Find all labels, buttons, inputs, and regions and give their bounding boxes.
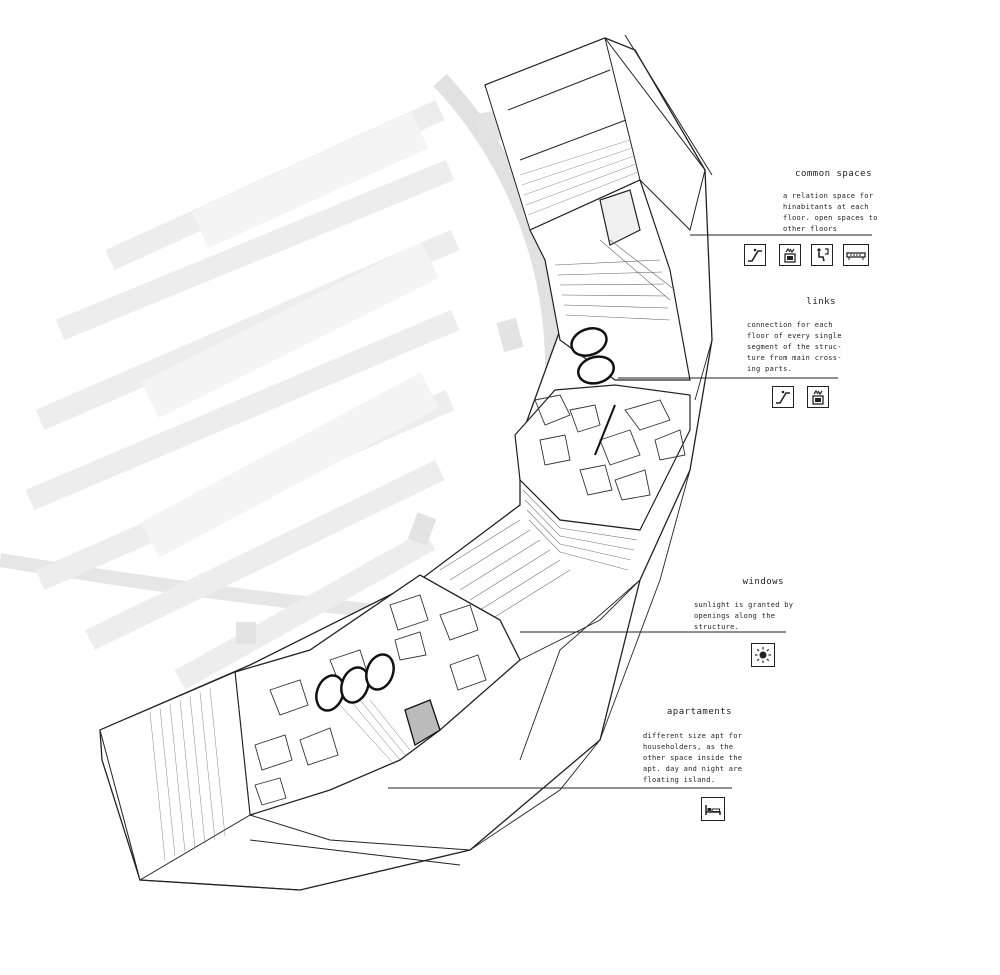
person-seat-icon: [811, 244, 833, 266]
apartments-description: different size apt for householders, as …: [643, 731, 742, 786]
desc-line: a relation space for: [783, 192, 874, 200]
apartments-title: apartaments: [666, 707, 732, 717]
link-capsules-upper: [570, 327, 615, 385]
escalator-icon: [744, 244, 766, 266]
common-spaces-description: a relation space for hinabitants at each…: [783, 191, 878, 235]
elevator-icon: [779, 244, 801, 266]
desc-line: floor of every single: [747, 332, 842, 340]
desc-line: openings along the: [694, 612, 776, 620]
outer-facets: [469, 339, 713, 851]
bench-icon: [843, 244, 869, 266]
windows-description: sunlight is granted by openings along th…: [694, 600, 793, 633]
windows-title: windows: [742, 577, 784, 587]
desc-line: hinabitants at each: [783, 203, 869, 211]
desc-line: floating island.: [643, 776, 716, 784]
bed-icon: [701, 797, 725, 821]
desc-line: sunlight is granted by: [694, 601, 794, 609]
common-space-upper: [529, 179, 691, 381]
ghost-structure: [0, 73, 564, 690]
desc-line: other space inside the: [643, 754, 743, 762]
link-capsules-lower: [315, 653, 395, 712]
desc-line: floor. open spaces to: [783, 214, 878, 222]
desc-line: householders, as the: [643, 743, 734, 751]
links-description: connection for each floor of every singl…: [747, 320, 842, 375]
desc-line: ture from main cross-: [747, 354, 842, 362]
desc-line: segment of the struc-: [747, 343, 842, 351]
bottom-segment: [99, 671, 471, 891]
sun-icon: [751, 643, 775, 667]
mid-band: [439, 479, 641, 621]
desc-line: structure.: [694, 623, 740, 631]
desc-line: connection for each: [747, 321, 833, 329]
desc-line: ing parts.: [747, 365, 793, 373]
apartment-cluster-lower: [234, 574, 521, 816]
desc-line: apt. day and night are: [643, 765, 743, 773]
desc-line: other floors: [783, 225, 838, 233]
links-title: links: [806, 297, 836, 307]
elevator-icon: [807, 386, 829, 408]
common-spaces-title: common spaces: [795, 169, 872, 179]
leader-lines: [388, 234, 872, 789]
escalator-icon: [772, 386, 794, 408]
desc-line: different size apt for: [643, 732, 743, 740]
